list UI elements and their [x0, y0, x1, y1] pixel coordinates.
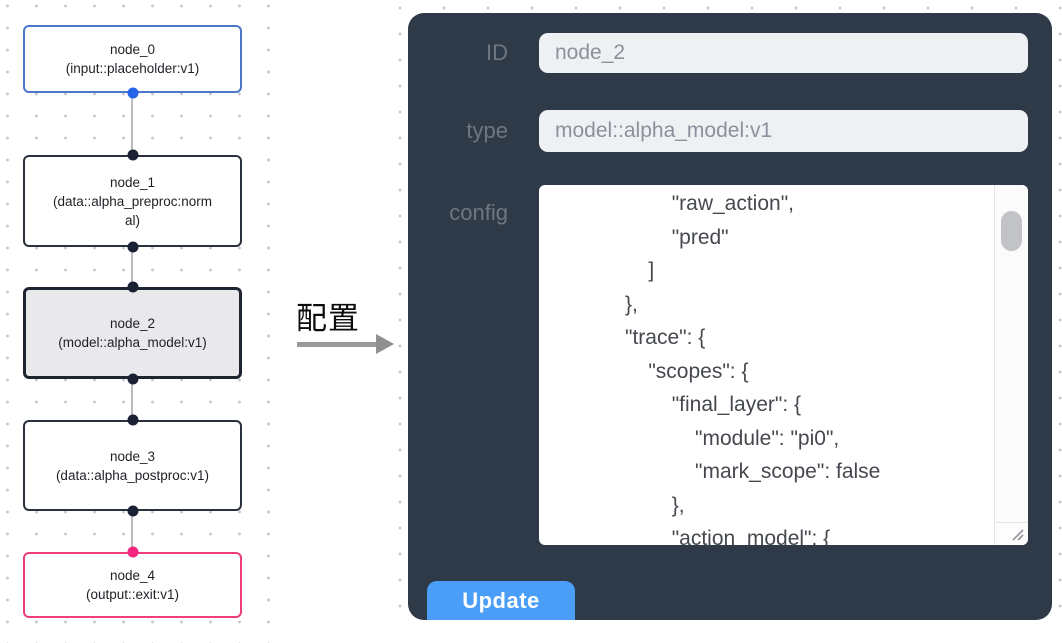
id-input[interactable]	[539, 33, 1028, 73]
node-title: node_2	[109, 316, 156, 331]
flow-canvas: node_0 (input::placeholder:v1) node_1 (d…	[0, 0, 272, 643]
config-label: config	[449, 200, 508, 225]
scrollbar-thumb[interactable]	[1001, 211, 1022, 251]
config-json-text: "raw_action", "pred" ] }, "trace": { "sc…	[625, 192, 881, 545]
output-port[interactable]	[127, 87, 138, 99]
node-subtitle: (output::exit:v1)	[85, 587, 180, 602]
type-label: type	[466, 118, 508, 143]
resize-handle-icon[interactable]	[1009, 526, 1024, 541]
node-node_0[interactable]: node_0 (input::placeholder:v1)	[23, 25, 242, 99]
edge	[131, 511, 133, 552]
input-port[interactable]	[127, 281, 138, 293]
node-title: node_3	[109, 448, 156, 464]
node-node_1[interactable]: node_1 (data::alpha_preproc:normal)	[23, 149, 242, 253]
node-title: node_4	[109, 568, 156, 583]
config-textarea[interactable]: "raw_action", "pred" ] }, "trace": { "sc…	[539, 185, 1028, 545]
update-button[interactable]: Update	[427, 581, 575, 620]
config-panel: ID type config "raw_action", "pred" ] },…	[408, 13, 1052, 620]
config-panel-backdrop: ID type config "raw_action", "pred" ] },…	[394, 0, 1062, 630]
node-title: node_0	[109, 42, 156, 57]
input-port[interactable]	[127, 414, 138, 426]
node-subtitle: (input::placeholder:v1)	[65, 61, 200, 76]
input-port[interactable]	[127, 149, 138, 161]
edge	[131, 247, 133, 287]
node-node_3[interactable]: node_3 (data::alpha_postproc:v1)	[23, 414, 242, 517]
input-port[interactable]	[127, 546, 138, 558]
edge	[131, 379, 133, 420]
arrow-right-icon	[297, 333, 394, 355]
id-label: ID	[486, 40, 508, 65]
node-subtitle: (data::alpha_preproc:normal)	[52, 193, 213, 228]
node-subtitle: (model::alpha_model:v1)	[58, 335, 207, 350]
node-title: node_1	[109, 174, 156, 190]
node-node_4[interactable]: node_4 (output::exit:v1)	[23, 546, 242, 618]
scrollbar-corner	[994, 522, 1028, 545]
scrollbar-track[interactable]	[994, 185, 1028, 522]
type-input[interactable]	[539, 110, 1028, 152]
output-port[interactable]	[127, 373, 138, 385]
output-port[interactable]	[127, 241, 138, 253]
output-port[interactable]	[127, 505, 138, 517]
node-subtitle: (data::alpha_postproc:v1)	[55, 467, 210, 483]
node-node_2-selected[interactable]: node_2 (model::alpha_model:v1)	[23, 281, 242, 385]
config-annotation-label: 配置	[296, 301, 360, 336]
edge	[131, 93, 133, 155]
